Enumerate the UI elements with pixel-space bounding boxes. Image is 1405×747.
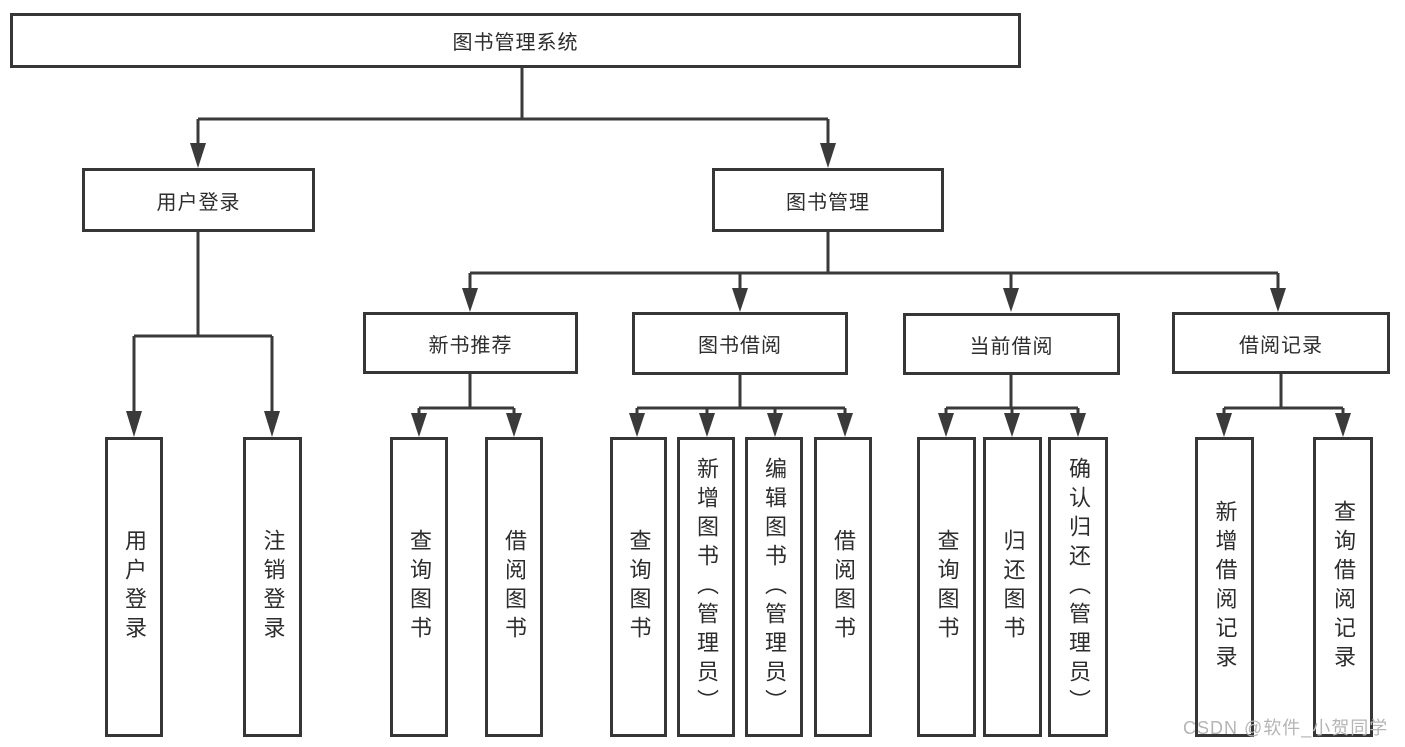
leaf-edit-books-admin: 编辑图书（管理员） xyxy=(745,437,803,737)
leaf-query-books-recommend: 查询图书 xyxy=(390,437,448,737)
leaf-confirm-return-admin: 确认归还（管理员） xyxy=(1048,437,1108,737)
node-book-management-branch: 图书管理 xyxy=(712,168,944,232)
leaf-borrow-books-recommend: 借阅图书 xyxy=(485,437,543,737)
node-new-book-recommend: 新书推荐 xyxy=(363,312,578,374)
leaf-logout: 注销登录 xyxy=(243,437,302,737)
node-user-login-branch: 用户登录 xyxy=(82,168,315,232)
csdn-watermark: CSDN @软件_小贺同学 xyxy=(1183,718,1389,738)
node-borrowing-records: 借阅记录 xyxy=(1172,312,1390,374)
leaf-query-books-current: 查询图书 xyxy=(917,437,976,737)
node-book-borrowing: 图书借阅 xyxy=(632,312,848,375)
leaf-query-borrow-record: 查询借阅记录 xyxy=(1313,437,1373,737)
leaf-add-borrow-record: 新增借阅记录 xyxy=(1195,437,1254,737)
leaf-add-books-admin: 新增图书（管理员） xyxy=(677,437,735,737)
leaf-borrow-books: 借阅图书 xyxy=(814,437,872,737)
node-library-management-system: 图书管理系统 xyxy=(10,13,1021,68)
node-current-borrowing: 当前借阅 xyxy=(903,313,1120,375)
leaf-user-login: 用户登录 xyxy=(105,437,163,737)
leaf-return-books: 归还图书 xyxy=(983,437,1042,737)
leaf-query-books-borrow: 查询图书 xyxy=(610,437,667,737)
